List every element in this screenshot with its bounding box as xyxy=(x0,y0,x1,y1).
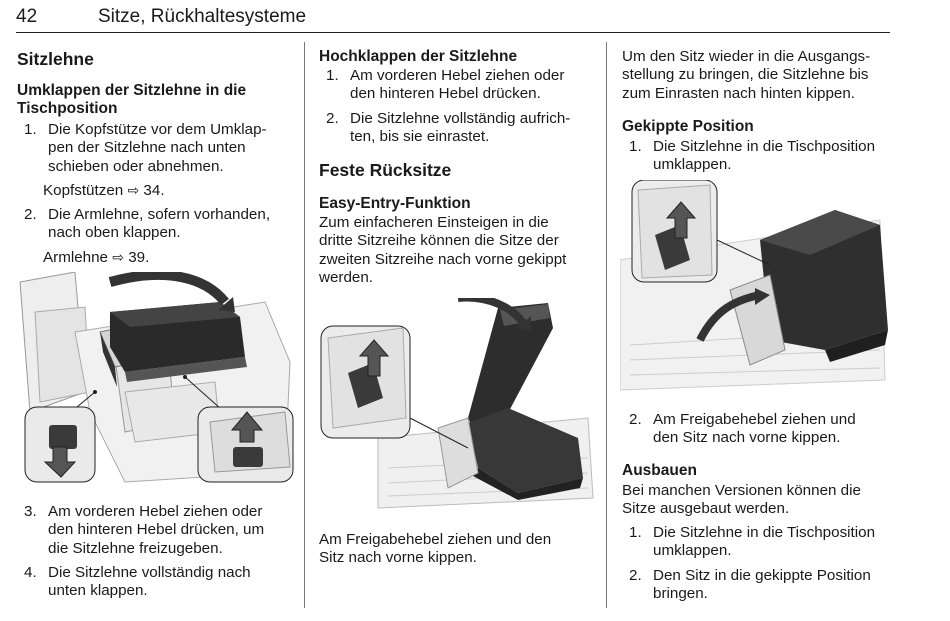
reference-arrow-icon: ⇨ xyxy=(112,249,124,265)
subsection-heading: Gekippte Position xyxy=(622,118,754,135)
page-title: Sitze, Rückhaltesysteme xyxy=(98,6,307,27)
seat-tipped-position-illustration xyxy=(620,180,890,395)
seat-easy-entry-illustration xyxy=(318,298,598,513)
subsection-heading: Hochklappen der Sitzlehne xyxy=(319,48,518,65)
page-number: 42 xyxy=(16,6,38,27)
seat-armrest-illustration xyxy=(15,272,298,487)
paragraph: Um den Sitz wieder in die Ausgangs-stell… xyxy=(622,48,871,102)
subheading-line: Tischposition xyxy=(17,100,118,117)
subheading-line: Umklappen der Sitzlehne in die xyxy=(17,82,247,99)
section-heading: Feste Rücksitze xyxy=(319,160,452,180)
page-reference[interactable]: Kopfstützen ⇨ 34. xyxy=(43,182,165,199)
section-heading: Sitzlehne xyxy=(17,49,94,69)
subsection-heading: Easy-Entry-Funktion xyxy=(319,195,471,212)
column-divider xyxy=(304,42,305,608)
column-divider xyxy=(606,42,607,608)
subsection-heading: Umklappen der Sitzlehne in die Tischposi… xyxy=(17,82,246,118)
page-reference[interactable]: Armlehne ⇨ 39. xyxy=(43,249,150,266)
list-number: 1. xyxy=(24,121,37,138)
page-header: 42 Sitze, Rückhaltesysteme xyxy=(16,6,890,33)
reference-arrow-icon: ⇨ xyxy=(127,182,140,198)
subsection-heading: Ausbauen xyxy=(622,462,697,479)
